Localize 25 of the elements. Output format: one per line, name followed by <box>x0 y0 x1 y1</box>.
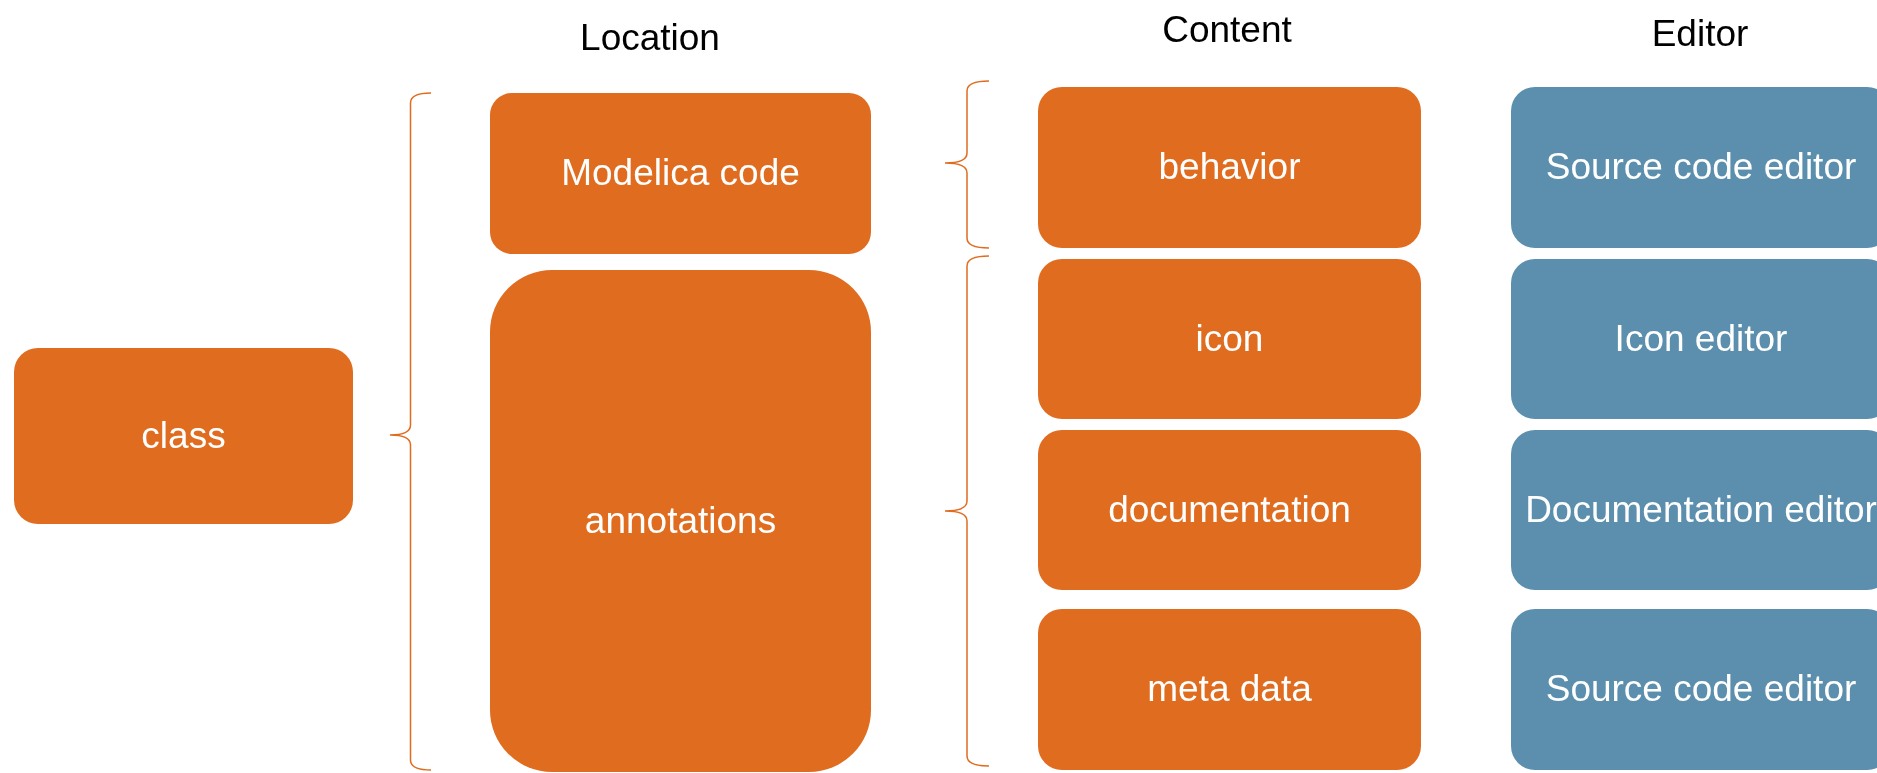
rounded-box <box>1511 430 1877 590</box>
box-label: behavior <box>1157 145 1302 190</box>
rounded-box <box>490 270 871 772</box>
rounded-box <box>1511 259 1877 419</box>
box-label: icon <box>1194 316 1265 361</box>
rounded-box <box>1511 609 1877 770</box>
rounded-box <box>1038 259 1421 419</box>
column-heading: Editor <box>1651 12 1749 56</box>
box-label: Modelica code <box>560 151 801 196</box>
box-label: meta data <box>1146 667 1313 712</box>
column-heading: Location <box>580 16 720 60</box>
box-label: Documentation editor <box>1524 487 1877 532</box>
rounded-box <box>1511 87 1877 248</box>
rounded-box <box>1038 87 1421 248</box>
box-label: annotations <box>583 498 778 543</box>
box-label: Source code editor <box>1544 145 1858 190</box>
rounded-box <box>1038 430 1421 590</box>
rounded-box <box>490 93 871 254</box>
box-label: Icon editor <box>1613 316 1789 361</box>
box-label: Source code editor <box>1544 667 1858 712</box>
box-label: class <box>140 413 227 458</box>
box-label: documentation <box>1107 487 1352 532</box>
column-heading: Content <box>1162 8 1292 52</box>
rounded-box <box>14 348 353 524</box>
rounded-box <box>1038 609 1421 770</box>
